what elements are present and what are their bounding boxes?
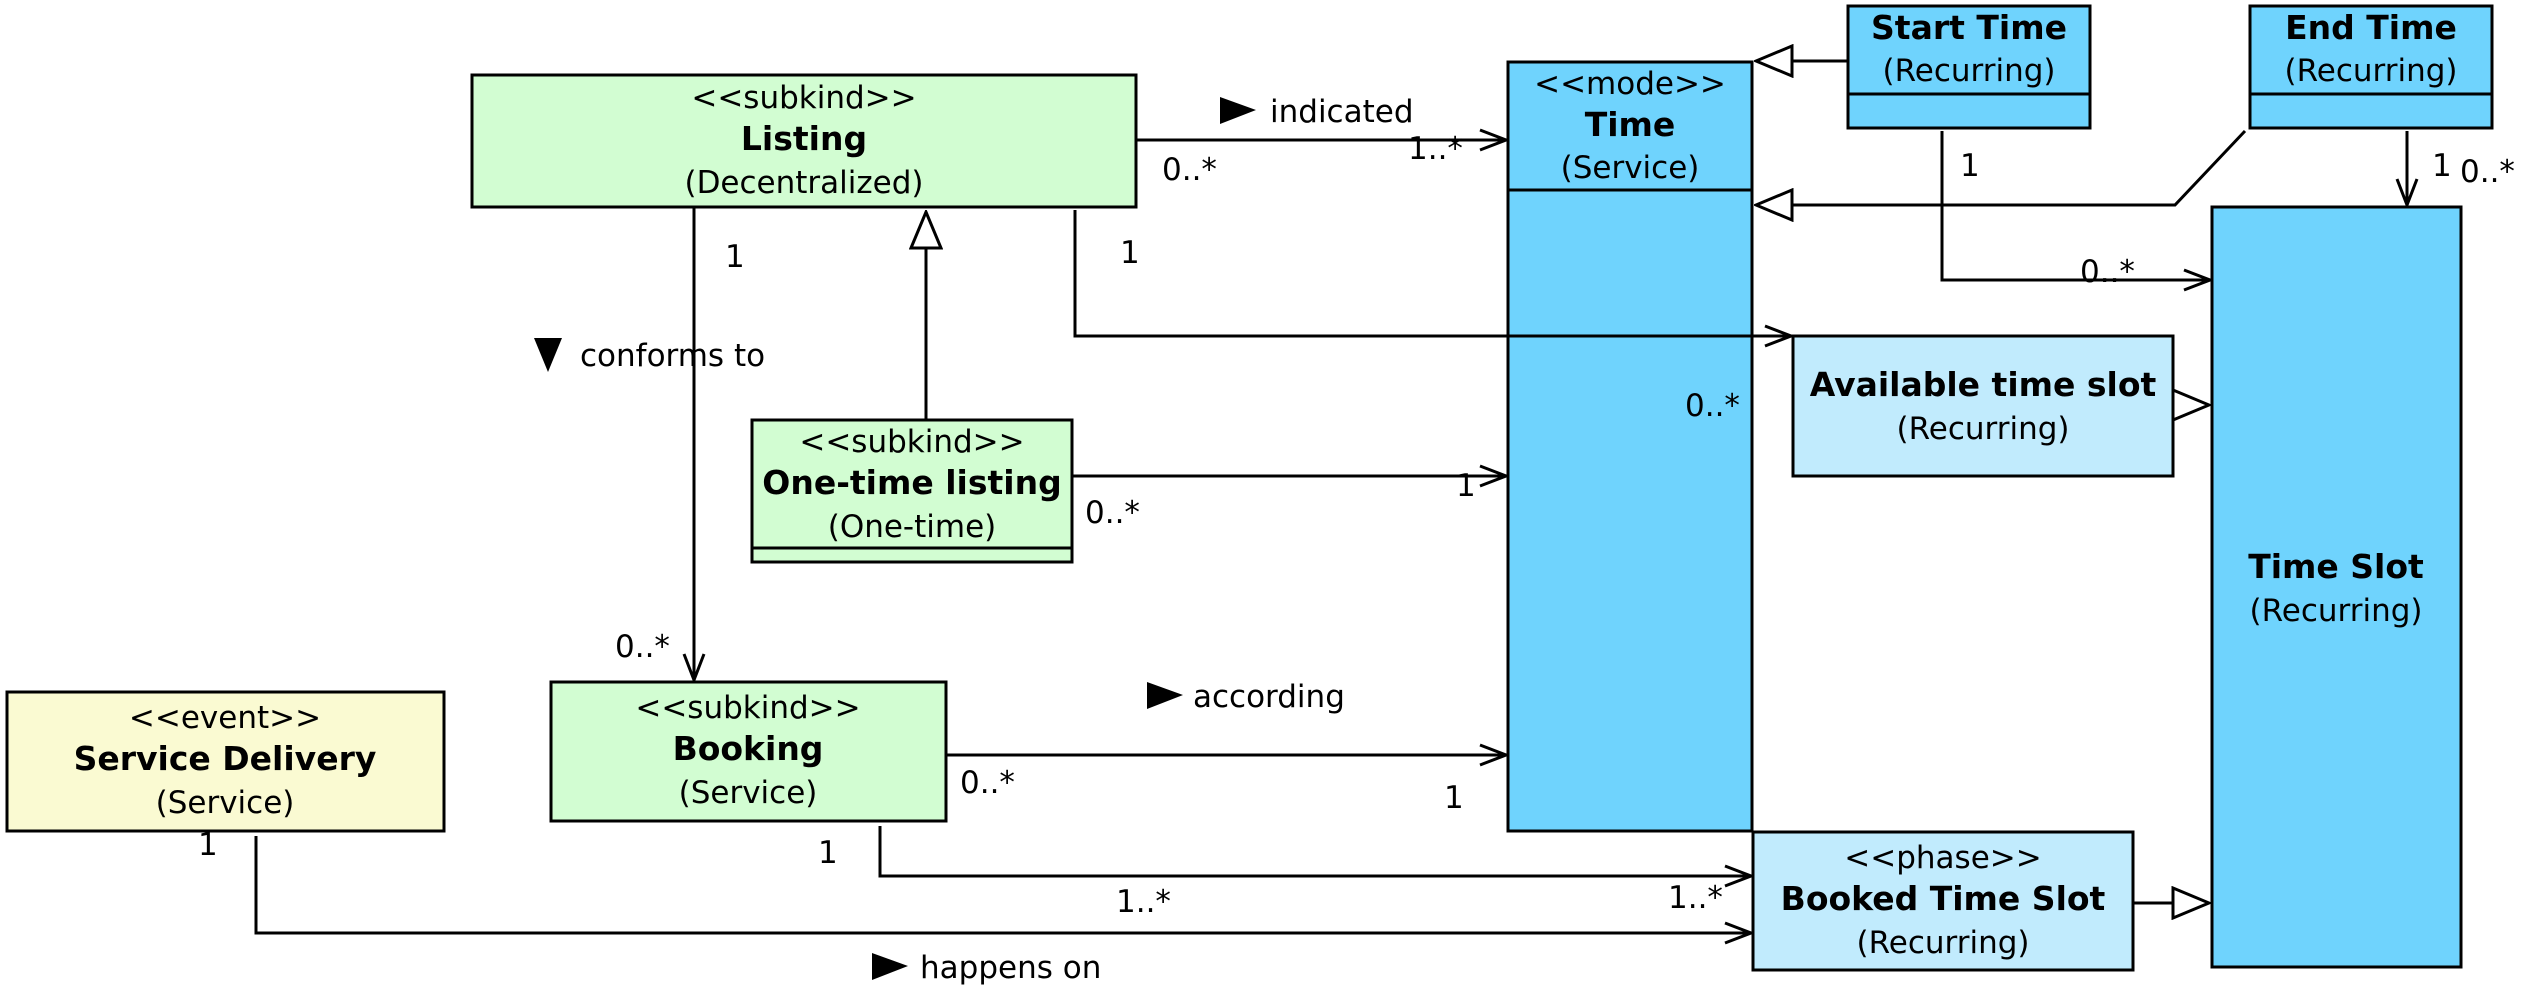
conforms-to-source-multiplicity: 1 xyxy=(725,239,745,275)
conforms-to-target-multiplicity: 0..* xyxy=(615,629,670,665)
start-timeslot-source-multiplicity: 1 xyxy=(1960,148,1980,184)
class-listing[interactable]: <<subkind>> Listing (Decentralized) xyxy=(470,73,1138,209)
class-booked-time-slot-name: Booked Time Slot xyxy=(1781,879,2106,918)
class-time-subtitle: (Service) xyxy=(1561,150,1700,186)
association-happens-on[interactable] xyxy=(254,836,1751,933)
association-start-timeslot[interactable] xyxy=(1940,131,2210,280)
booking-booked-source-multiplicity: 1 xyxy=(818,835,838,871)
class-end-time-box xyxy=(2248,4,2494,130)
class-listing-box xyxy=(470,73,1138,209)
listing-available-source-multiplicity: 1 xyxy=(1120,235,1140,271)
class-time-slot-subtitle: (Recurring) xyxy=(2250,593,2423,629)
class-booked-time-slot-subtitle: (Recurring) xyxy=(1857,925,2030,961)
happens-on-direction-icon xyxy=(872,953,908,980)
association-booking-booked[interactable] xyxy=(878,826,1751,876)
indicated-target-multiplicity: 1..* xyxy=(1408,131,1463,167)
class-end-time[interactable]: End Time (Recurring) xyxy=(2248,4,2494,130)
class-one-time-listing-name: One-time listing xyxy=(762,463,1061,502)
listing-available-target-multiplicity: 0..* xyxy=(1685,388,1740,424)
according-direction-icon xyxy=(1147,682,1183,709)
end-timeslot-source-multiplicity: 1 xyxy=(2432,148,2452,184)
class-time-stereotype: <<mode>> xyxy=(1534,66,1726,102)
conforms-to-direction-icon xyxy=(534,338,562,372)
class-one-time-listing-box xyxy=(750,418,1074,564)
class-service-delivery-box xyxy=(5,690,446,833)
class-start-time-name: Start Time xyxy=(1871,8,2067,47)
class-service-delivery-stereotype: <<event>> xyxy=(129,700,321,736)
class-one-time-listing[interactable]: <<subkind>> One-time listing (One-time) xyxy=(750,418,1074,564)
happens-on-source-multiplicity: 1 xyxy=(198,827,218,863)
class-time-slot[interactable]: Time Slot (Recurring) xyxy=(2210,205,2463,969)
class-booking-subtitle: (Service) xyxy=(679,775,818,811)
class-service-delivery-name: Service Delivery xyxy=(74,739,377,778)
association-happens-on-label: happens on xyxy=(920,950,1101,986)
class-booking-box xyxy=(549,680,948,823)
booking-booked-target-multiplicity: 1..* xyxy=(1116,884,1171,920)
association-according-label: according xyxy=(1193,679,1345,715)
according-source-multiplicity: 0..* xyxy=(960,765,1015,801)
class-end-time-name: End Time xyxy=(2285,8,2457,47)
class-booking-name: Booking xyxy=(673,729,824,768)
according-target-multiplicity: 1 xyxy=(1444,780,1464,816)
start-timeslot-target-multiplicity: 0..* xyxy=(2080,254,2135,290)
class-booked-time-slot-box xyxy=(1751,830,2135,972)
class-time-slot-name: Time Slot xyxy=(2248,547,2424,586)
indicated-source-multiplicity: 0..* xyxy=(1162,152,1217,188)
class-service-delivery-subtitle: (Service) xyxy=(156,785,295,821)
class-listing-name: Listing xyxy=(741,119,867,158)
association-indicated-label: indicated xyxy=(1270,94,1414,130)
class-booking-stereotype: <<subkind>> xyxy=(635,690,860,726)
end-timeslot-target-multiplicity: 0..* xyxy=(2460,154,2515,190)
class-one-time-listing-subtitle: (One-time) xyxy=(828,509,997,545)
one-time-time-target-multiplicity: 1 xyxy=(1456,468,1476,504)
happens-on-target-multiplicity: 1..* xyxy=(1668,880,1723,916)
class-booked-time-slot[interactable]: <<phase>> Booked Time Slot (Recurring) xyxy=(1751,830,2135,972)
indicated-direction-icon xyxy=(1220,97,1256,124)
class-time[interactable]: <<mode>> Time (Service) xyxy=(1506,60,1754,833)
class-time-slot-box xyxy=(2210,205,2463,969)
one-time-time-source-multiplicity: 0..* xyxy=(1085,495,1140,531)
class-available-time-slot-name: Available time slot xyxy=(1810,365,2157,404)
association-listing-available[interactable] xyxy=(1073,210,1791,336)
class-one-time-listing-stereotype: <<subkind>> xyxy=(799,424,1024,460)
class-start-time[interactable]: Start Time (Recurring) xyxy=(1846,4,2092,130)
class-available-time-slot-box xyxy=(1791,334,2175,478)
association-conforms-to-label: conforms to xyxy=(580,338,765,374)
class-booked-time-slot-stereotype: <<phase>> xyxy=(1844,840,2041,876)
generalization-end-time-to-time[interactable] xyxy=(1756,129,2247,205)
class-end-time-subtitle: (Recurring) xyxy=(2285,53,2458,89)
class-service-delivery[interactable]: <<event>> Service Delivery (Service) xyxy=(5,690,446,833)
class-time-name: Time xyxy=(1585,105,1676,144)
class-start-time-subtitle: (Recurring) xyxy=(1883,53,2056,89)
class-booking[interactable]: <<subkind>> Booking (Service) xyxy=(549,680,948,823)
class-start-time-box xyxy=(1846,4,2092,130)
class-listing-subtitle: (Decentralized) xyxy=(684,165,923,201)
class-listing-stereotype: <<subkind>> xyxy=(691,80,916,116)
class-available-time-slot-subtitle: (Recurring) xyxy=(1897,411,2070,447)
class-available-time-slot[interactable]: Available time slot (Recurring) xyxy=(1791,334,2175,478)
